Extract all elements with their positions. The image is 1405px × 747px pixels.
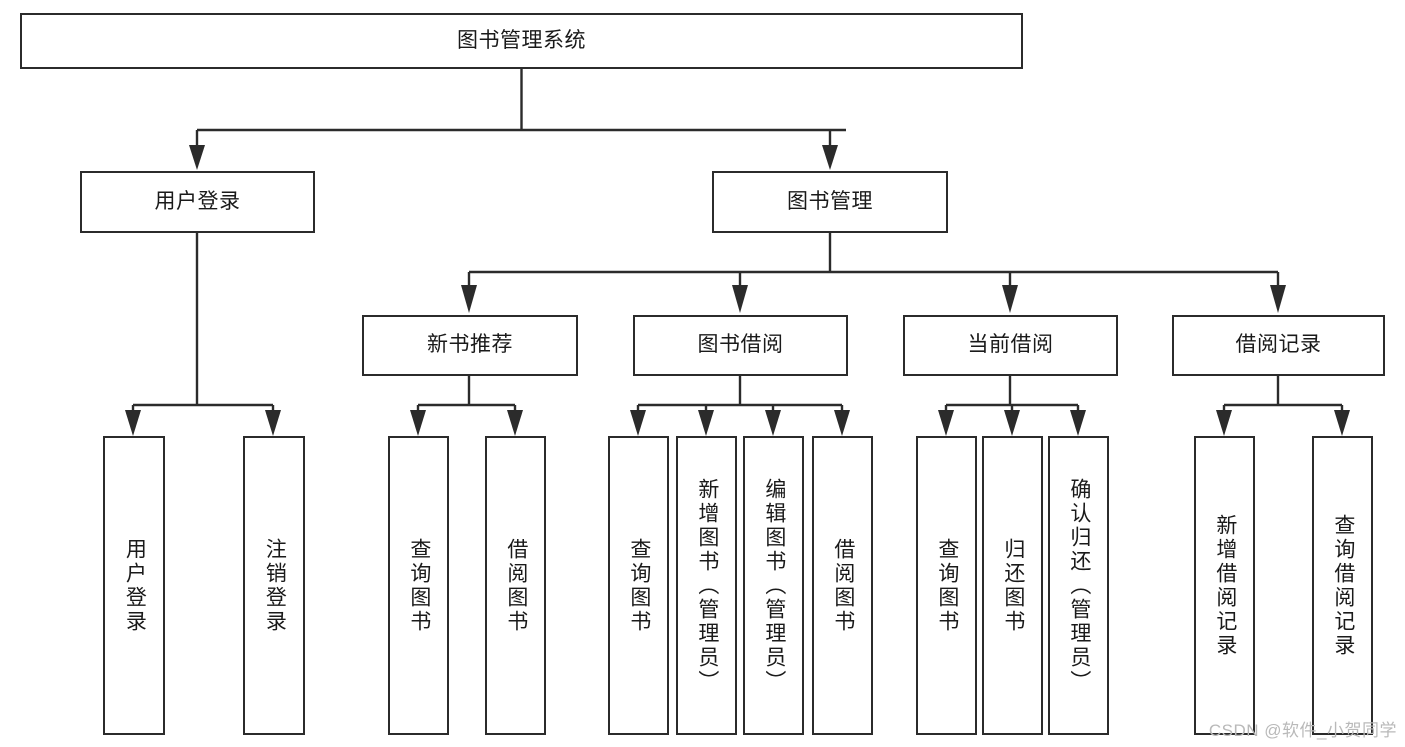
node-book-manage[interactable]: 图书管理 — [712, 171, 948, 233]
node-leaf-borrow-book-1-label: 借阅图书 — [504, 537, 528, 634]
node-user-login-label: 用户登录 — [154, 189, 241, 213]
node-leaf-query-book-2-label: 查询图书 — [627, 537, 651, 634]
node-book-borrow[interactable]: 图书借阅 — [633, 315, 848, 376]
node-leaf-query-book-2[interactable]: 查询图书 — [608, 436, 669, 735]
csdn-watermark: CSDN @软件_小贺同学 — [1208, 721, 1397, 740]
arrowhead-leaf-return-book — [1004, 410, 1020, 436]
arrowhead-leaf-add-record — [1216, 410, 1232, 436]
node-leaf-query-book-1[interactable]: 查询图书 — [388, 436, 449, 735]
node-leaf-borrow-book-2-label: 借阅图书 — [831, 537, 855, 634]
node-leaf-borrow-book-1[interactable]: 借阅图书 — [485, 436, 546, 735]
node-leaf-query-record-label: 查询借阅记录 — [1331, 513, 1355, 658]
arrowhead-leaf-query-record — [1334, 410, 1350, 436]
node-leaf-add-book-label: 新增图书（管理员） — [695, 477, 719, 694]
node-leaf-return-book[interactable]: 归还图书 — [982, 436, 1043, 735]
node-new-book-recommend-label: 新书推荐 — [427, 333, 513, 357]
arrowhead-leaf-confirm-return — [1070, 410, 1086, 436]
node-user-login[interactable]: 用户登录 — [80, 171, 315, 233]
arrowhead-leaf-borrow-book-1 — [507, 410, 523, 436]
arrowhead-book-borrow — [732, 285, 748, 313]
arrowhead-current-borrow — [1002, 285, 1018, 313]
node-leaf-edit-book[interactable]: 编辑图书（管理员） — [743, 436, 804, 735]
arrowhead-leaf-query-book-3 — [938, 410, 954, 436]
node-leaf-borrow-book-2[interactable]: 借阅图书 — [812, 436, 873, 735]
node-leaf-confirm-return[interactable]: 确认归还（管理员） — [1048, 436, 1109, 735]
arrowhead-leaf-borrow-book-2 — [834, 410, 850, 436]
node-leaf-user-login-label: 用户登录 — [123, 537, 147, 634]
node-borrow-record[interactable]: 借阅记录 — [1172, 315, 1385, 376]
arrowhead-leaf-user-login — [125, 410, 141, 436]
node-leaf-add-record-label: 新增借阅记录 — [1213, 513, 1237, 658]
arrowhead-new-book-recommend — [461, 285, 477, 313]
node-leaf-query-record[interactable]: 查询借阅记录 — [1312, 436, 1373, 735]
node-borrow-record-label: 借阅记录 — [1235, 333, 1322, 357]
node-root-system[interactable]: 图书管理系统 — [20, 13, 1023, 69]
node-leaf-add-book[interactable]: 新增图书（管理员） — [676, 436, 737, 735]
node-book-manage-label: 图书管理 — [787, 189, 873, 213]
node-leaf-add-record[interactable]: 新增借阅记录 — [1194, 436, 1255, 735]
node-leaf-logout-login[interactable]: 注销登录 — [243, 436, 305, 735]
arrowhead-leaf-query-book-1 — [410, 410, 426, 436]
node-leaf-query-book-3[interactable]: 查询图书 — [916, 436, 977, 735]
arrowhead-leaf-query-book-2 — [630, 410, 646, 436]
node-leaf-logout-login-label: 注销登录 — [263, 537, 287, 634]
arrowhead-leaf-add-book — [698, 410, 714, 436]
node-leaf-query-book-1-label: 查询图书 — [407, 537, 431, 634]
node-leaf-return-book-label: 归还图书 — [1001, 537, 1025, 634]
arrowhead-borrow-record — [1270, 285, 1286, 313]
node-leaf-confirm-return-label: 确认归还（管理员） — [1067, 477, 1091, 694]
node-leaf-edit-book-label: 编辑图书（管理员） — [762, 477, 786, 694]
node-new-book-recommend[interactable]: 新书推荐 — [362, 315, 578, 376]
arrowhead-leaf-edit-book — [765, 410, 781, 436]
arrowhead-user-login — [189, 145, 205, 170]
node-current-borrow[interactable]: 当前借阅 — [903, 315, 1118, 376]
arrowhead-leaf-logout-login — [265, 410, 281, 436]
arrowhead-book-manage — [822, 145, 838, 170]
node-book-borrow-label: 图书借阅 — [697, 333, 784, 357]
node-leaf-query-book-3-label: 查询图书 — [935, 537, 959, 634]
node-root-system-label: 图书管理系统 — [457, 28, 586, 52]
node-leaf-user-login[interactable]: 用户登录 — [103, 436, 165, 735]
node-current-borrow-label: 当前借阅 — [967, 333, 1054, 357]
